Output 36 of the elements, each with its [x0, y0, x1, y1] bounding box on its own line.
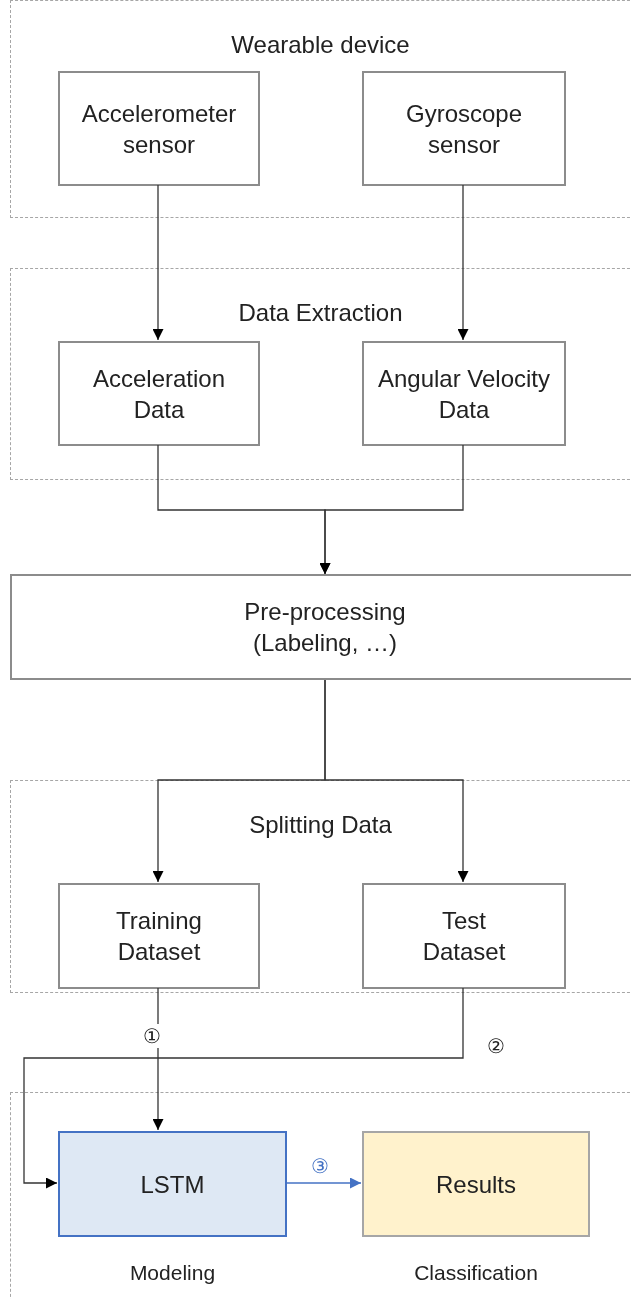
process-box [362, 341, 566, 446]
box-label: Accelerometer sensor [80, 98, 238, 160]
group-title: Wearable device [230, 30, 411, 60]
group-title: Splitting Data [248, 810, 393, 840]
dashed-group-frame [10, 1092, 631, 1299]
process-box [58, 1131, 287, 1237]
process-box [58, 883, 260, 989]
dashed-group-frame [10, 780, 631, 993]
arrow [152, 987, 164, 1131]
dashed-group-frame [10, 0, 631, 218]
box-label: Training Dataset [115, 906, 203, 967]
arrow [324, 679, 469, 883]
process-box [362, 1131, 590, 1237]
process-box [58, 341, 260, 446]
process-box [362, 71, 566, 186]
arrow [285, 1177, 362, 1189]
arrow [23, 987, 464, 1189]
process-box [362, 883, 566, 989]
node-label: Modeling [128, 1260, 217, 1286]
arrow [319, 444, 464, 575]
group-title: Data Extraction [237, 298, 404, 328]
edge-label: ① [142, 1024, 162, 1048]
box-label: LSTM [140, 1169, 205, 1200]
arrow [152, 184, 164, 341]
dashed-group-frame [10, 268, 631, 480]
process-box [58, 71, 260, 186]
box-label: Pre-processing [244, 597, 406, 627]
box-label: Results [436, 1169, 516, 1200]
box-label: Test Dataset [421, 906, 507, 967]
arrow [457, 184, 469, 341]
box-label: Acceleration Data [91, 363, 227, 425]
process-box [10, 574, 631, 680]
node-label: Classification [413, 1260, 539, 1286]
box-label: Angular Velocity Data [376, 363, 552, 425]
box-label: Gyroscope sensor [404, 98, 524, 160]
box-label: (Labeling, …) [252, 628, 398, 658]
